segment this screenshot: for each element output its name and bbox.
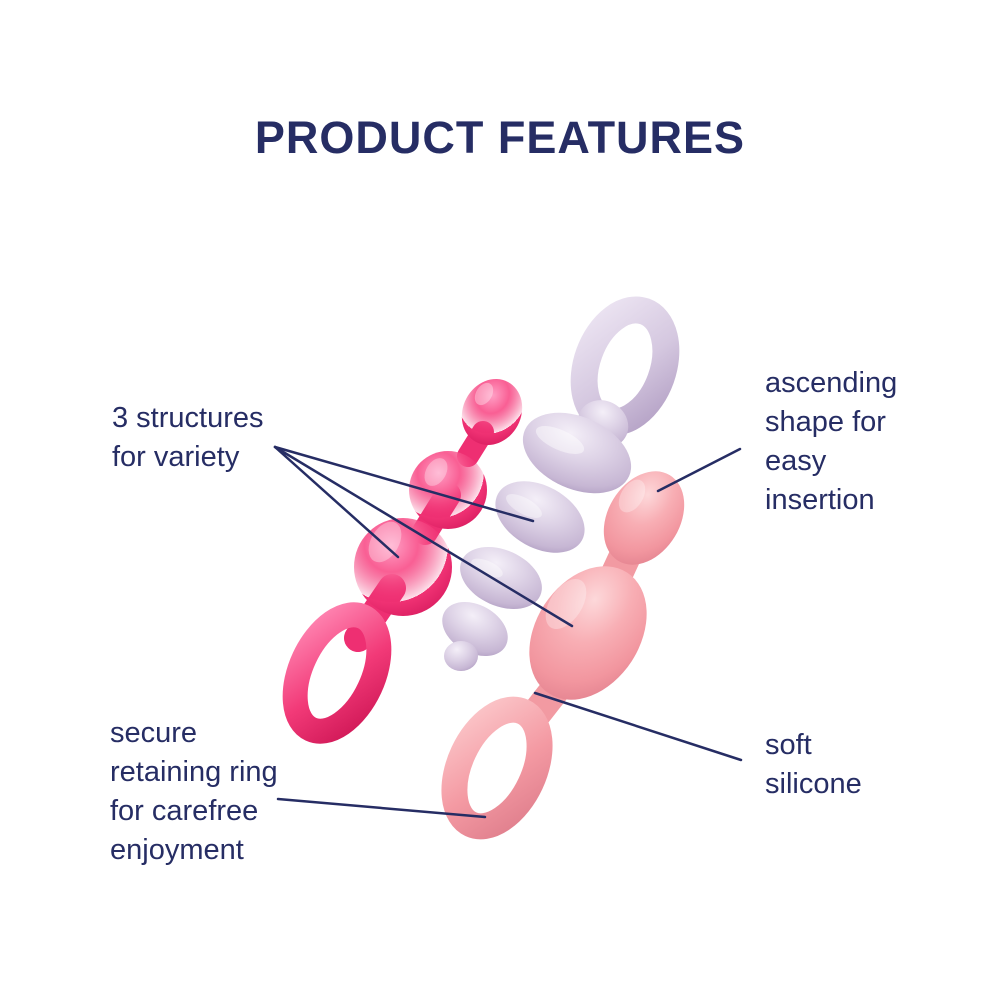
pink-beaded-plug (282, 379, 523, 744)
lavender-twisted-plug (442, 296, 680, 671)
label-3-structures: 3 structures for variety (112, 402, 264, 473)
leader-soft-silicone (533, 691, 743, 762)
page-title: PRODUCT FEATURES (254, 112, 746, 163)
label-ascending-shape: ascending shape for easy insertion (765, 367, 898, 516)
leader-structures-to-salmon (273, 445, 574, 628)
salmon-bulb-plug (441, 471, 685, 840)
leader-structures-to-lavender (273, 445, 535, 523)
label-soft-silicone: soft silicone (765, 729, 862, 800)
label-secure-retaining-ring: secure retaining ring for carefree enjoy… (110, 717, 278, 866)
leader-secure-ring (276, 797, 487, 819)
leader-structures-to-pink (273, 445, 400, 559)
annotation-lines (273, 445, 743, 819)
leader-ascending-shape (656, 447, 742, 493)
